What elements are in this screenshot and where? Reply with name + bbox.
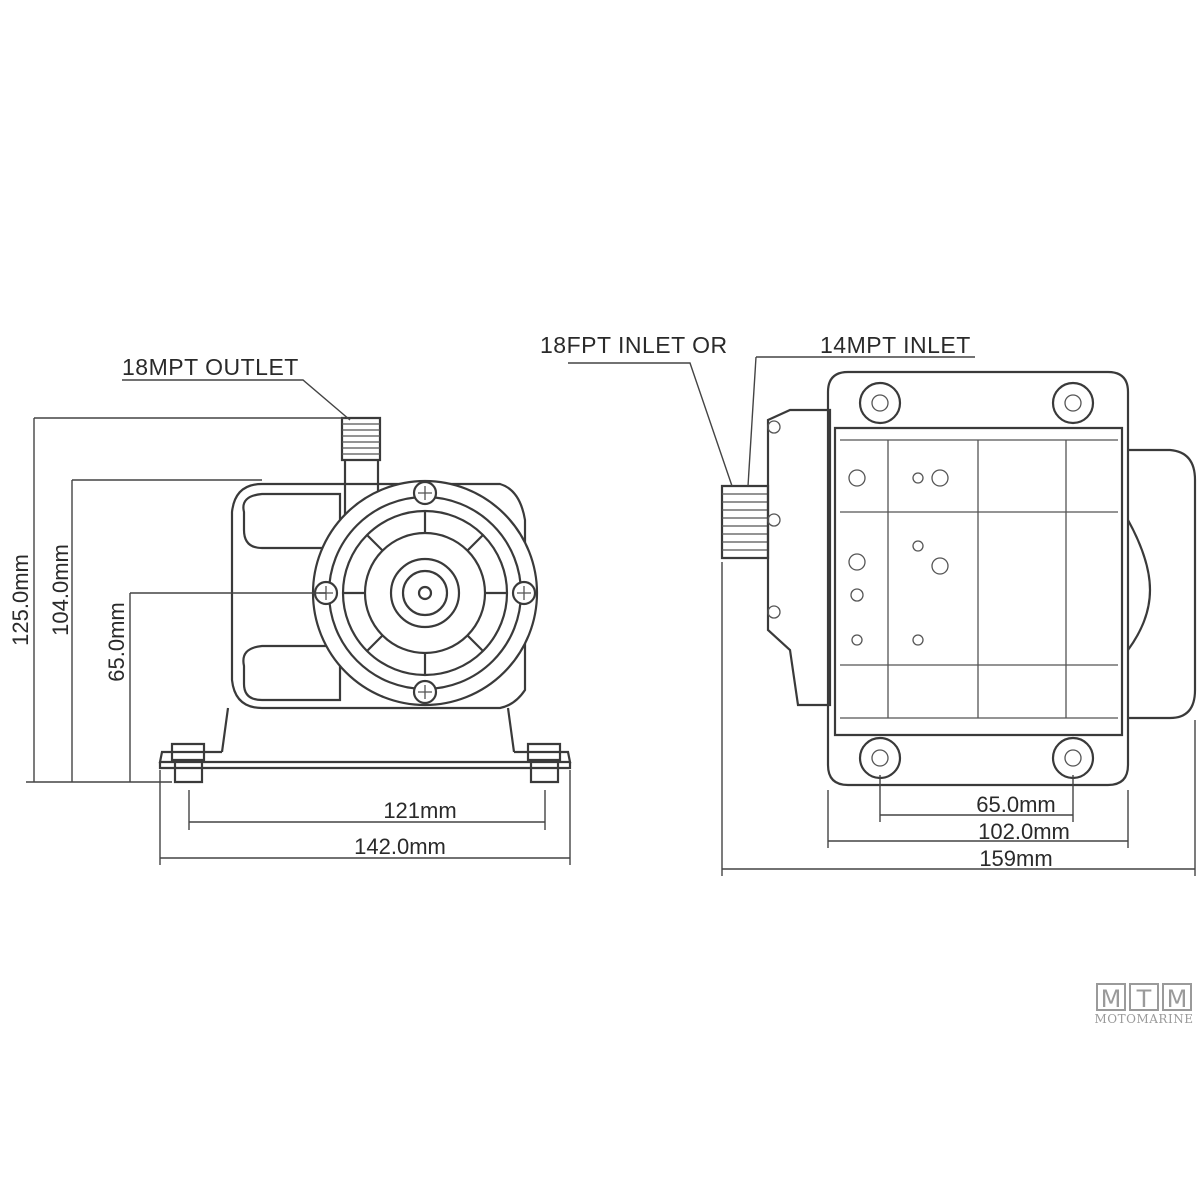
- logo-letter: T: [1129, 983, 1159, 1013]
- dim-base-width: 142.0mm: [354, 834, 446, 859]
- dim-side-holes: 65.0mm: [976, 792, 1055, 817]
- dim-side-total: 159mm: [979, 846, 1052, 871]
- side-dimensions: [721, 562, 1196, 876]
- inlet-mpt-label: 14MPT INLET: [820, 332, 971, 358]
- logo-letter: M: [1096, 983, 1126, 1013]
- dim-height-body: 104.0mm: [48, 544, 73, 636]
- motomarine-logo: M T M MOTOMARINE: [1094, 983, 1194, 1026]
- dim-height-center: 65.0mm: [104, 602, 129, 681]
- dim-side-body: 102.0mm: [978, 819, 1070, 844]
- dim-height-total: 125.0mm: [8, 554, 33, 646]
- dim-base-holes: 121mm: [383, 798, 456, 823]
- side-view: [720, 370, 1197, 787]
- front-view: [158, 416, 572, 784]
- inlet-fpt-label: 18FPT INLET OR: [540, 332, 728, 358]
- mount-hole-icon: [858, 381, 1095, 780]
- leader-lines: [122, 356, 975, 487]
- logo-letter: M: [1162, 983, 1192, 1013]
- logo-name: MOTOMARINE: [1094, 1012, 1194, 1026]
- outlet-label: 18MPT OUTLET: [122, 354, 299, 380]
- front-dimensions: [26, 417, 571, 865]
